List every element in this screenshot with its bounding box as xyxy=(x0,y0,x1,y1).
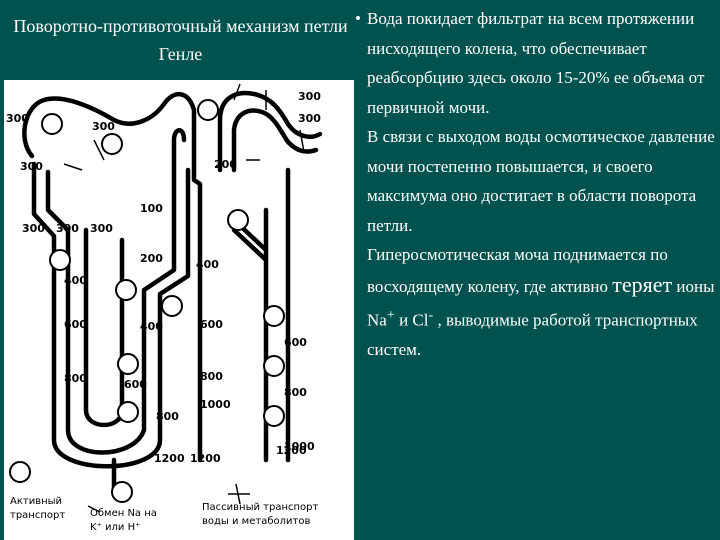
collecting-branch xyxy=(231,227,269,263)
osmolarity-label: 400 xyxy=(64,274,87,287)
paragraph-ion-loss: Гиперосмотическая моча поднимается по во… xyxy=(355,240,715,365)
osmolarity-label: 600 xyxy=(124,378,147,391)
arrow xyxy=(299,129,305,153)
bullet-dot: • xyxy=(355,9,361,28)
pump-circle xyxy=(117,401,139,423)
slide-title: Поворотно-противоточный механизм петли Г… xyxy=(13,16,348,64)
pump-circle xyxy=(263,405,285,427)
osmolarity-label: 300 xyxy=(22,222,45,235)
osmolarity-label: 800 xyxy=(156,410,179,423)
legend-exchange-line1: Обмен Na на xyxy=(90,508,157,519)
osmolarity-label: 600 xyxy=(284,336,307,349)
osmolarity-label: 1200 xyxy=(154,452,185,465)
arrow xyxy=(93,139,105,161)
loop-inner-left-tube xyxy=(83,227,125,428)
p3-text-mid1: ионы Na xyxy=(367,276,715,330)
pump-circle xyxy=(197,99,219,121)
loop-outer-left-tube xyxy=(22,92,203,463)
legend-exchange-line2: K⁺ или H⁺ xyxy=(90,522,140,533)
osmolarity-label: 600 xyxy=(200,318,223,331)
paragraph-pressure-rise: В связи с выходом воды осмотическое давл… xyxy=(367,127,715,235)
osmolarity-label: 300 xyxy=(90,222,113,235)
osmolarity-label: 800 xyxy=(64,372,87,385)
pump-circle xyxy=(115,279,137,301)
loop-outer-left-wall xyxy=(31,161,191,469)
pump-circle xyxy=(263,355,285,377)
osmolarity-label: 200 xyxy=(140,252,163,265)
pump-circle xyxy=(263,305,285,327)
pump-circle xyxy=(161,295,183,317)
arrow xyxy=(63,163,83,171)
legend-active-transport-line2: транспорт xyxy=(10,510,65,521)
henle-loop-diagram: 300 300 300 300 300 200 100 300 300 300 200 400 400 4… xyxy=(4,80,354,540)
osmolarity-label: 800 xyxy=(200,370,223,383)
loop-right-inner xyxy=(231,108,319,173)
osmolarity-label: 1000 xyxy=(284,440,315,453)
osmolarity-label: 300 xyxy=(6,112,29,125)
text-column: • Вода покидает фильтрат на всем протяже… xyxy=(355,4,715,365)
legend-passive-line2: воды и метаболитов xyxy=(202,516,310,527)
osmolarity-label: 100 xyxy=(140,202,163,215)
pump-circle xyxy=(49,249,71,271)
p3-text-before: Гиперосмотическая моча поднимается по во… xyxy=(367,245,668,296)
osmolarity-label: 400 xyxy=(196,258,219,271)
osmolarity-label: 300 xyxy=(298,112,321,125)
diagram-svg: 300 300 300 300 300 200 100 300 300 300 200 400 400 4… xyxy=(6,83,323,533)
paragraph-water-reabsorption: Вода покидает фильтрат на всем протяжени… xyxy=(367,9,705,117)
osmolarity-label: 1200 xyxy=(276,444,307,457)
p3-text-after: , выводимые работой транспортных систем. xyxy=(367,310,698,360)
pump-circle xyxy=(227,209,249,231)
loop-outer-left-inner-tube xyxy=(45,128,187,455)
osmolarity-label: 300 xyxy=(56,222,79,235)
osmolarity-label: 1200 xyxy=(190,452,221,465)
osmolarity-label: 300 xyxy=(20,160,43,173)
pump-circle xyxy=(117,353,139,375)
legend-passive-line1: Пассивный транспорт xyxy=(202,502,318,513)
p3-sup-minus: - xyxy=(428,307,434,323)
p3-text-mid2: и Cl xyxy=(394,310,429,330)
pump-circle xyxy=(101,133,123,155)
pump-circle xyxy=(111,481,133,503)
p3-sup-plus: + xyxy=(386,307,395,323)
arrow xyxy=(233,83,241,101)
osmolarity-label: 600 xyxy=(64,318,87,331)
loop-right-tube xyxy=(217,90,323,173)
osmolarity-label: 200 xyxy=(214,158,237,171)
pump-circle xyxy=(41,113,63,135)
osmolarity-label: 400 xyxy=(140,320,163,333)
p3-emphasis: теряет xyxy=(612,271,673,297)
legend-active-transport-line1: Активный xyxy=(10,496,62,507)
osmolarity-label: 1000 xyxy=(200,398,231,411)
pump-circle xyxy=(9,461,31,483)
osmolarity-label: 300 xyxy=(92,120,115,133)
osmolarity-label: 800 xyxy=(284,386,307,399)
osmolarity-label: 300 xyxy=(298,90,321,103)
arrow xyxy=(87,505,101,513)
